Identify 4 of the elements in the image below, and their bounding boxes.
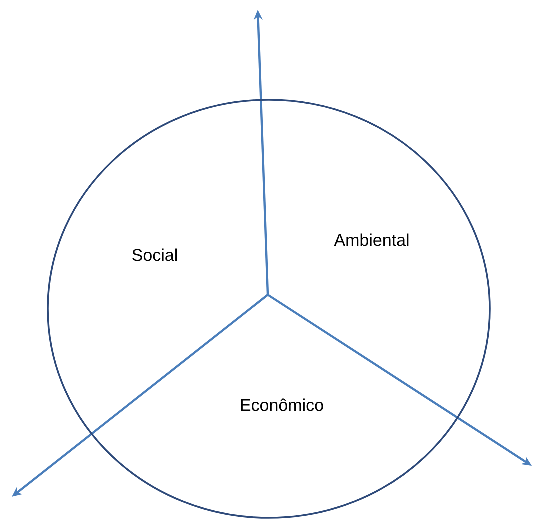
circle — [47, 99, 491, 519]
sector-label: Social — [132, 248, 177, 262]
sector-label: Ambiental — [334, 234, 409, 246]
sector-label: Econômico — [241, 398, 324, 412]
